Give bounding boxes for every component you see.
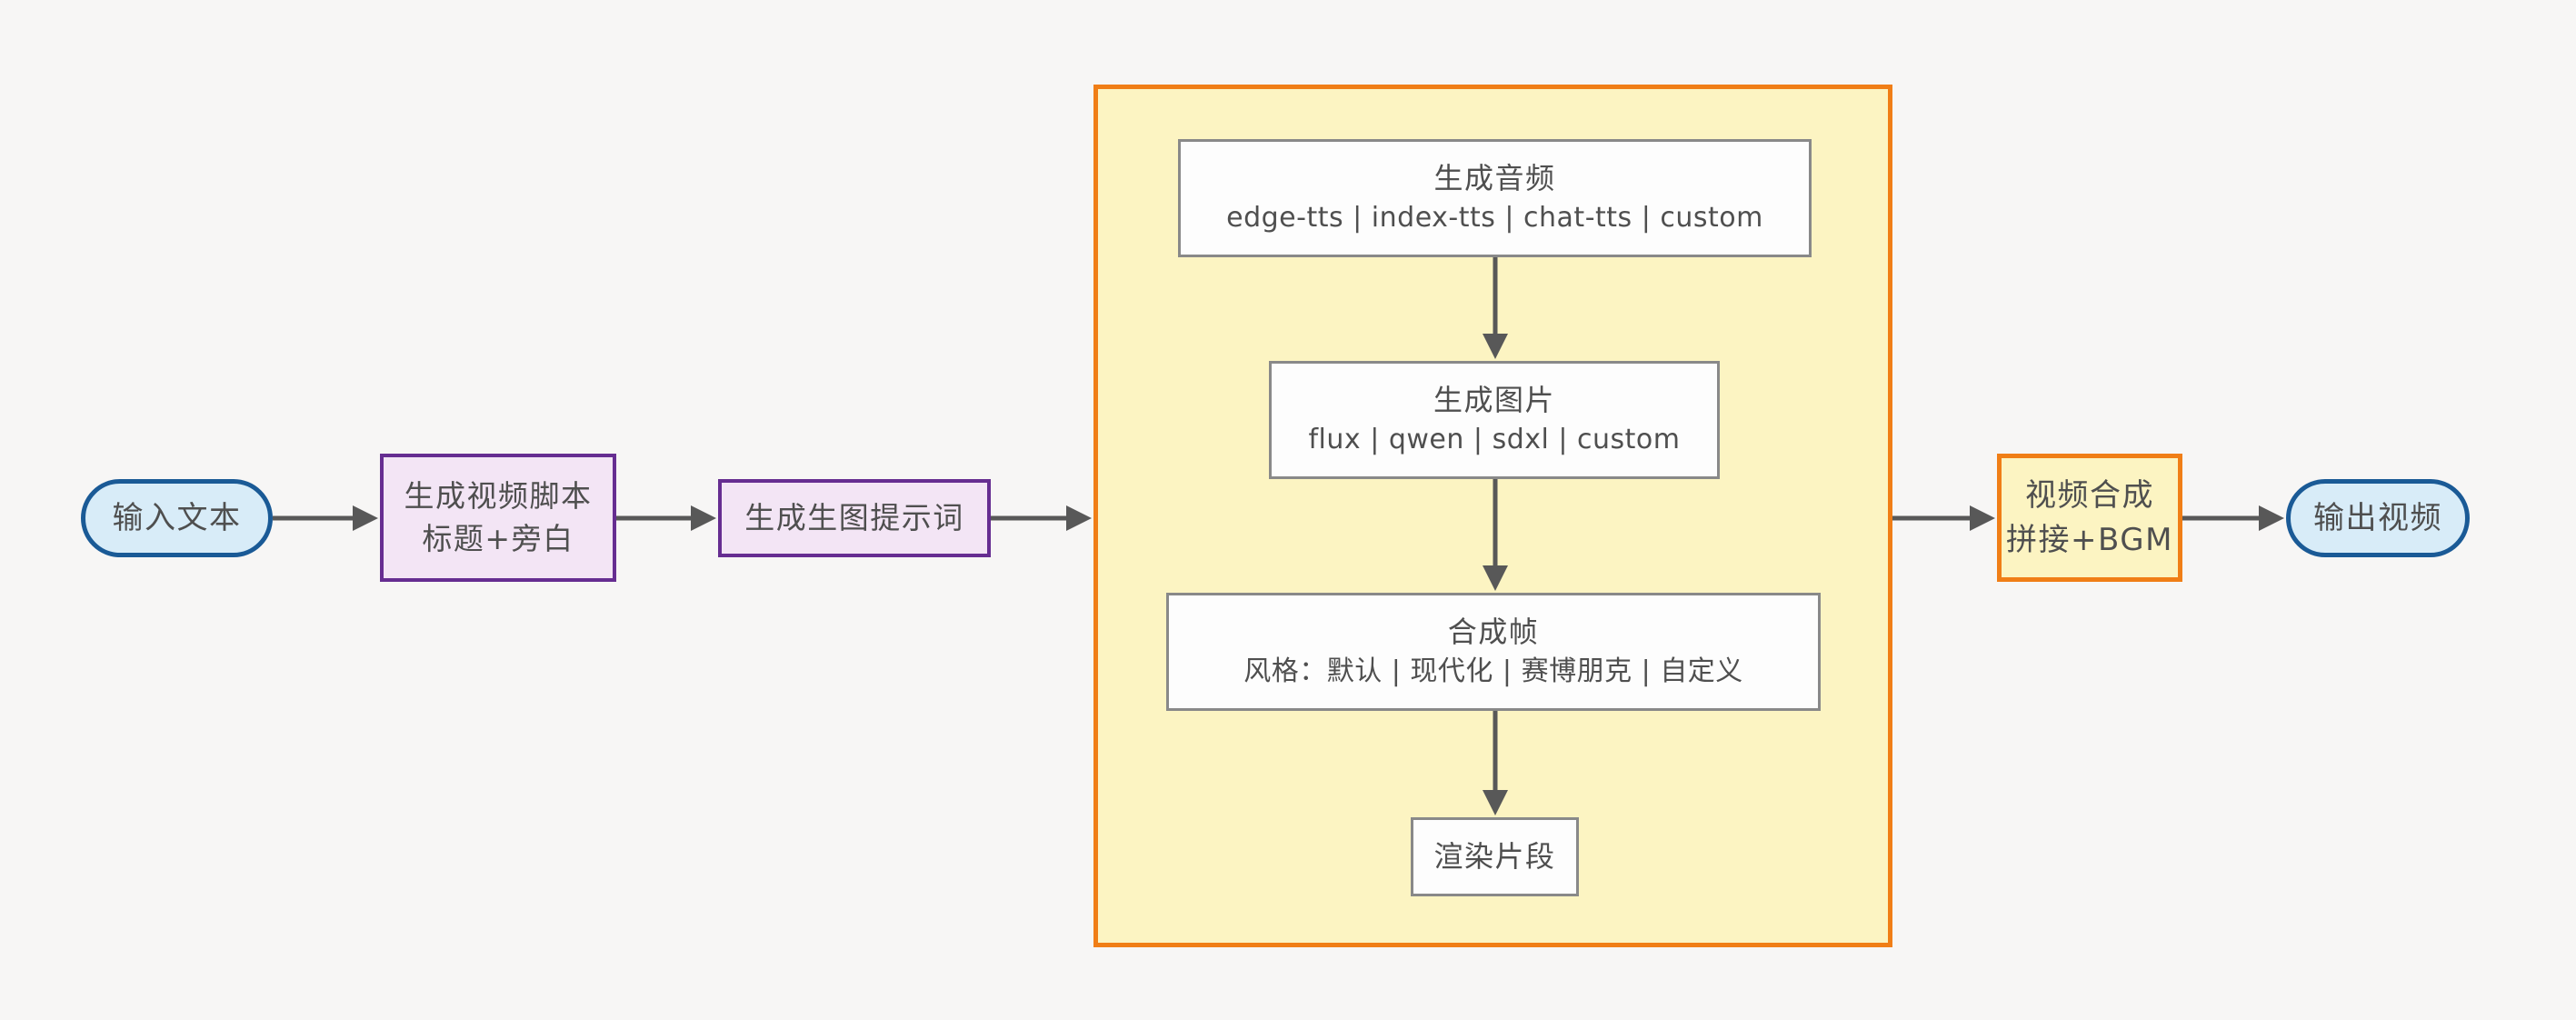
arrow-input-to-script: [273, 505, 378, 531]
node-generate-script-line2: 标题+旁白: [422, 520, 574, 556]
node-compose-frames: 合成帧 风格：默认 | 现代化 | 赛博朋克 | 自定义: [1166, 593, 1821, 711]
node-generate-audio: 生成音频 edge-tts | index-tts | chat-tts | c…: [1178, 139, 1812, 257]
node-compose-frames-options: 风格：默认 | 现代化 | 赛博朋克 | 自定义: [1243, 655, 1743, 688]
arrow-audio-to-image: [1483, 257, 1508, 359]
node-input-text: 输入文本: [81, 479, 273, 557]
node-video-compose-line1: 视频合成: [2025, 477, 2154, 515]
arrow-image-to-frame: [1483, 479, 1508, 591]
node-output-video: 输出视频: [2286, 479, 2470, 557]
arrow-group-to-compose: [1892, 505, 1995, 531]
arrow-prompt-to-group: [991, 505, 1092, 531]
node-compose-frames-title: 合成帧: [1447, 614, 1540, 649]
node-input-text-label: 输入文本: [112, 499, 242, 536]
node-output-video-label: 输出视频: [2313, 499, 2442, 536]
node-render-segment: 渲染片段: [1411, 817, 1579, 896]
arrow-script-to-prompt: [616, 505, 716, 531]
node-generate-image: 生成图片 flux | qwen | sdxl | custom: [1269, 361, 1720, 479]
node-generate-audio-title: 生成音频: [1433, 160, 1556, 195]
node-generate-image-prompt-label: 生成生图提示词: [744, 499, 964, 535]
arrow-compose-to-output: [2182, 505, 2284, 531]
node-generate-image-options: flux | qwen | sdxl | custom: [1308, 424, 1681, 456]
node-generate-script-line1: 生成视频脚本: [404, 477, 593, 514]
node-render-segment-label: 渲染片段: [1433, 838, 1556, 874]
node-generate-script: 生成视频脚本 标题+旁白: [380, 454, 616, 582]
node-generate-image-title: 生成图片: [1433, 382, 1555, 417]
node-generate-image-prompt: 生成生图提示词: [718, 479, 991, 557]
node-video-compose-line2: 拼接+BGM: [2006, 521, 2173, 558]
node-video-compose: 视频合成 拼接+BGM: [1997, 454, 2182, 582]
node-generate-audio-options: edge-tts | index-tts | chat-tts | custom: [1226, 202, 1763, 235]
arrow-frame-to-render: [1483, 711, 1508, 815]
